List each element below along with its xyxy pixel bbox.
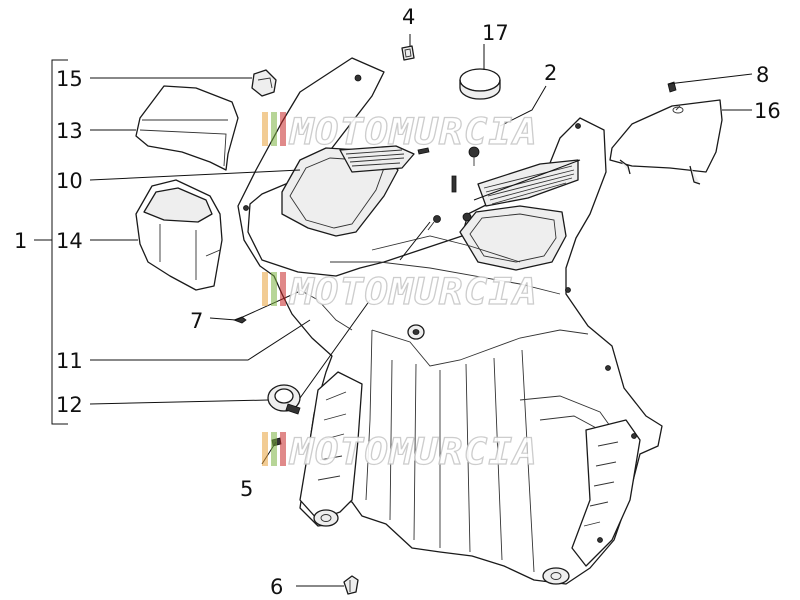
centre-screws (427, 175, 472, 231)
part-10-screw-pair (417, 146, 480, 166)
leader-lines (34, 34, 753, 587)
part-14-storage-box (135, 179, 223, 291)
part-15-cap (251, 69, 277, 97)
part-8-screw (667, 81, 677, 93)
part-17-round-cap (459, 68, 501, 100)
callout-1: 1 (14, 229, 27, 253)
watermark-top: MOTOMURCIA (262, 111, 538, 154)
callout-2: 2 (544, 61, 557, 85)
callout-15: 15 (56, 67, 83, 91)
callout-5: 5 (240, 477, 253, 501)
panel-grommet (407, 324, 425, 340)
callout-7: 7 (190, 309, 203, 333)
vent-grille-left (339, 145, 415, 173)
watermark-bottom: MOTOMURCIA (262, 431, 538, 474)
callout-4: 4 (402, 5, 415, 29)
callout-8: 8 (756, 63, 769, 87)
watermark-middle: MOTOMURCIA (262, 271, 538, 314)
part-13-lid (135, 85, 239, 171)
part-6-screw (343, 575, 359, 595)
callout-13: 13 (56, 119, 83, 143)
part-4-clip-nut (401, 45, 415, 61)
callout-11: 11 (56, 349, 83, 373)
callout-labels: 1 15 13 10 14 7 11 12 4 17 2 8 16 5 6 (14, 5, 781, 599)
callout-14: 14 (56, 229, 83, 253)
callout-12: 12 (56, 393, 83, 417)
part-12-grommet (267, 384, 301, 415)
callout-16: 16 (754, 99, 781, 123)
callout-17: 17 (482, 21, 509, 45)
watermark-text: MOTOMURCIA (289, 432, 538, 473)
watermark-text: MOTOMURCIA (289, 112, 538, 153)
callout-10: 10 (56, 169, 83, 193)
watermark-text: MOTOMURCIA (289, 272, 538, 313)
vent-grille-right (477, 159, 579, 207)
part-16-side-cover (609, 99, 723, 185)
callout-6: 6 (270, 575, 283, 599)
legshield-body-part (237, 57, 663, 585)
